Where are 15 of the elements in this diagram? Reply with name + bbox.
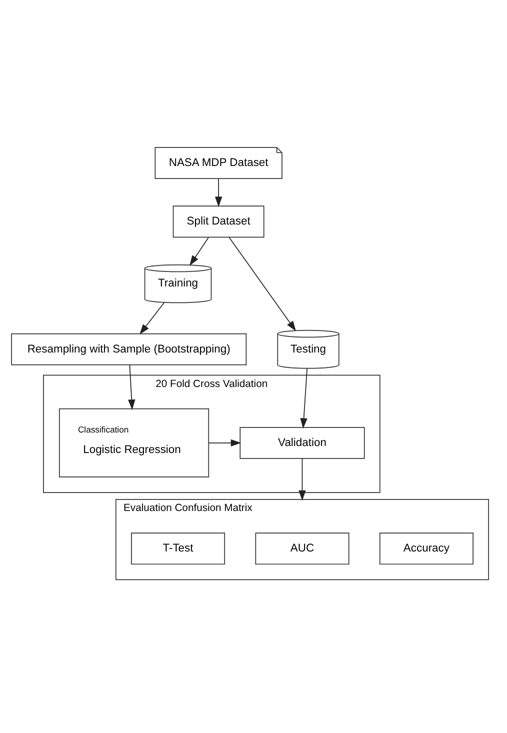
node-box: Resampling with Sample (Bootstrapping) [11, 332, 247, 365]
arrow [128, 364, 136, 410]
node-box: T-Test [131, 532, 226, 564]
node-box: Validation [240, 426, 365, 458]
arrow [228, 236, 296, 331]
arrow [140, 302, 164, 334]
arrow [300, 367, 308, 428]
arrow [214, 178, 222, 207]
arrow [298, 458, 306, 500]
node-box: AUC [255, 532, 350, 564]
arrow [208, 438, 242, 446]
node-box: Accuracy [379, 532, 474, 564]
node-box: Split Dataset [172, 205, 264, 238]
node-box: Classification Logistic Regression [58, 408, 210, 477]
arrow [190, 236, 209, 266]
